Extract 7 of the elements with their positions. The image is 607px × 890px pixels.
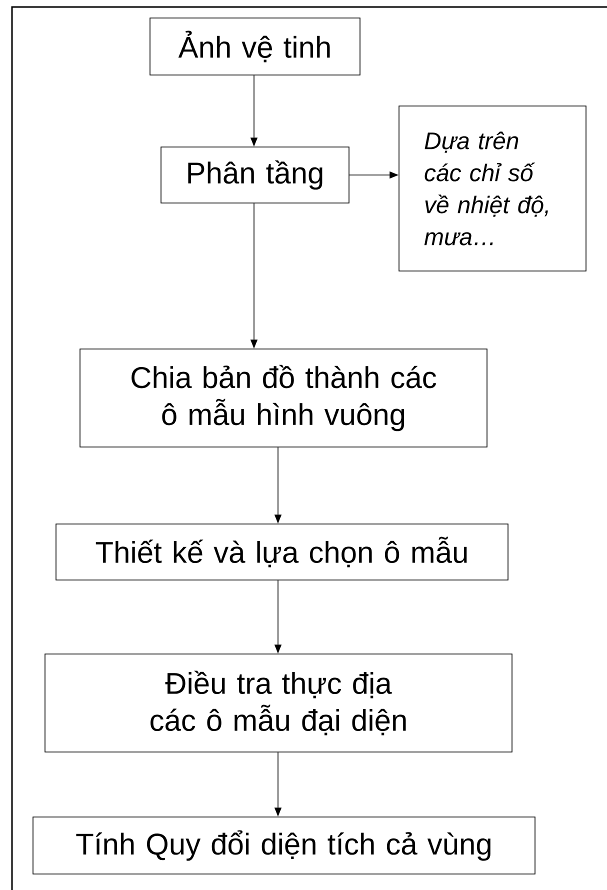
process-box: Thiết kế và lựa chọn ô mẫu	[56, 524, 508, 580]
process-box: Ảnh vệ tinh	[150, 18, 360, 76]
process-box: Phân tầng	[160, 146, 350, 204]
note-box: Dựa trên các chỉ số về nhiệt độ, mưa…	[398, 106, 586, 272]
process-box: Điều tra thực địa các ô mẫu đại diện	[44, 654, 512, 752]
process-box: Chia bản đồ thành các ô mẫu hình vuông	[80, 348, 488, 448]
process-box: Tính Quy đổi diện tích cả vùng	[32, 816, 536, 874]
